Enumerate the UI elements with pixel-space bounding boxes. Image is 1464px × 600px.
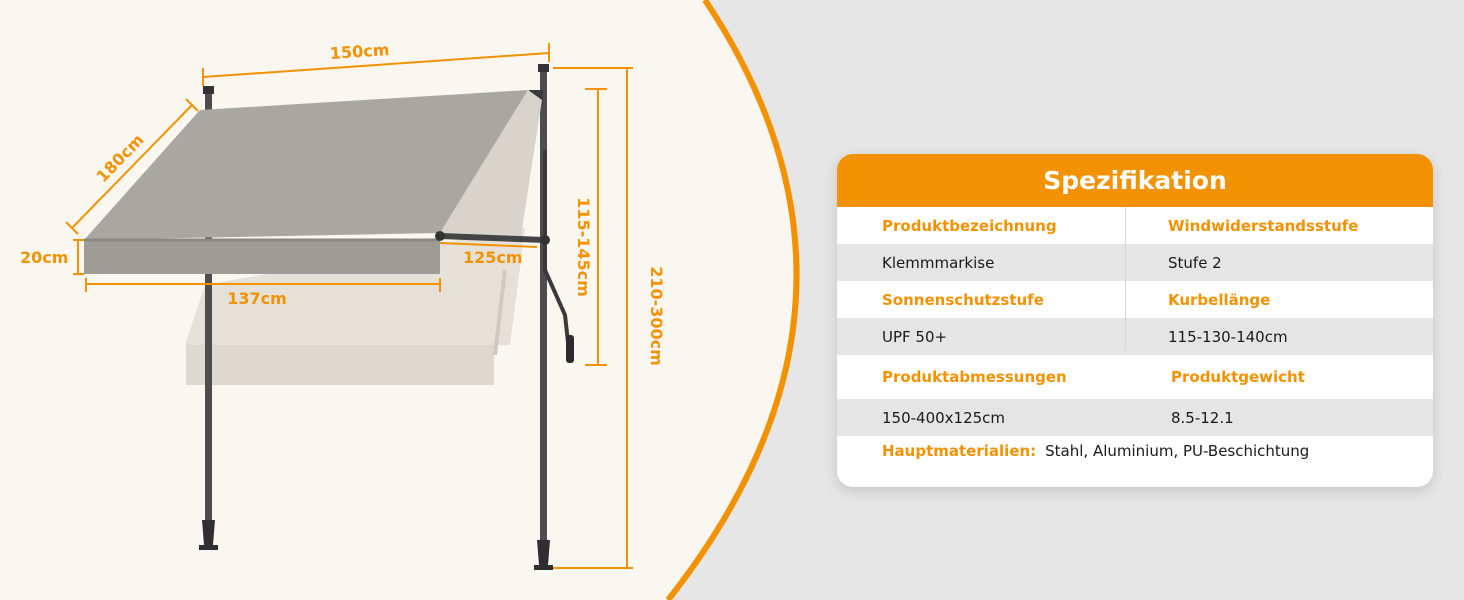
spec-row: Sonnenschutzstufe Kurbellänge (837, 281, 1433, 318)
spec-materials-value: Stahl, Aluminium, PU-Beschichtung (1045, 442, 1310, 460)
spec-title: Spezifikation (837, 154, 1433, 207)
spec-value-dimensions: 150-400x125cm (882, 408, 1006, 427)
dim-valance-label: 20cm (20, 248, 68, 267)
spec-column-divider (1125, 207, 1126, 350)
dim-crank-range-label: 115-145cm (574, 197, 593, 297)
spec-value-product-name: Klemmmarkise (882, 253, 995, 272)
dimension-lines (65, 43, 633, 569)
spec-row: Klemmmarkise Stufe 2 (837, 244, 1433, 281)
spec-label-crank-length: Kurbellänge (1168, 290, 1271, 309)
spec-value-wind-resistance: Stufe 2 (1168, 253, 1222, 272)
spec-label-product-name: Produktbezeichnung (882, 216, 1057, 235)
spec-row: Produktbezeichnung Windwiderstandsstufe (837, 207, 1433, 244)
spec-row: UPF 50+ 115-130-140cm (837, 318, 1433, 355)
dim-pole-height-label: 210-300cm (647, 266, 666, 366)
spec-row: Produktabmessungen Produktgewicht (837, 355, 1433, 399)
spec-materials: Hauptmaterialien: Stahl, Aluminium, PU-B… (882, 442, 1309, 460)
spec-value-sun-protection: UPF 50+ (882, 327, 948, 346)
spec-label-dimensions: Produktabmessungen (882, 368, 1067, 386)
spec-value-crank-length: 115-130-140cm (1168, 327, 1288, 346)
dim-cover-width-label: 137cm (227, 289, 287, 308)
spec-label-weight: Produktgewicht (1171, 368, 1305, 386)
orange-arc-divider (665, 0, 800, 600)
spec-label-sun-protection: Sonnenschutzstufe (882, 290, 1044, 309)
dim-width-label: 150cm (329, 40, 390, 63)
spec-label-wind-resistance: Windwiderstandsstufe (1168, 216, 1359, 235)
spec-card: Spezifikation Produktbezeichnung Windwid… (837, 154, 1433, 487)
spec-row: 150-400x125cm 8.5-12.1 (837, 399, 1433, 436)
awning-illustration (84, 64, 574, 570)
dim-extension-label: 125cm (463, 248, 523, 267)
spec-materials-label: Hauptmaterialien: (882, 442, 1037, 460)
spec-value-weight: 8.5-12.1 (1171, 408, 1234, 427)
